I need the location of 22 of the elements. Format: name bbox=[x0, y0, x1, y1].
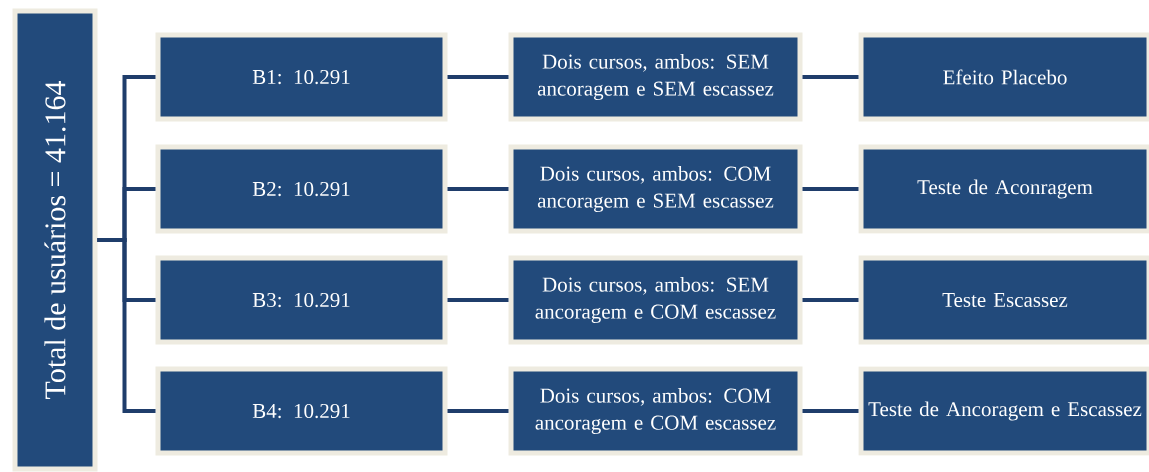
process-box: Teste de Ancoragem e Escassez bbox=[858, 366, 1149, 456]
connector-line bbox=[447, 409, 509, 413]
connector-line bbox=[802, 409, 859, 413]
process-box: B3: 10.291 bbox=[155, 255, 448, 345]
process-box: Efeito Placebo bbox=[858, 32, 1149, 122]
process-box: Teste Escassez bbox=[858, 255, 1149, 345]
connector-line bbox=[447, 298, 509, 302]
process-box: Dois cursos, ambos: SEM ancoragem e COM escassez bbox=[508, 255, 803, 345]
process-box: Dois cursos, ambos: SEM ancoragem e SEM escassez bbox=[508, 32, 803, 122]
connector-line bbox=[802, 298, 859, 302]
process-box: B2: 10.291 bbox=[155, 144, 448, 234]
connector-line bbox=[447, 187, 509, 191]
connector-line bbox=[802, 187, 859, 191]
connector-line bbox=[97, 238, 156, 413]
connector-line bbox=[802, 75, 859, 79]
total-box: Total de usuários = 41.164 bbox=[12, 8, 98, 472]
process-box: B4: 10.291 bbox=[155, 366, 448, 456]
process-box: Dois cursos, ambos: COM ancoragem e SEM escassez bbox=[508, 144, 803, 234]
process-box: Dois cursos, ambos: COM ancoragem e COM escassez bbox=[508, 366, 803, 456]
process-box: B1: 10.291 bbox=[155, 32, 448, 122]
connector-line bbox=[447, 75, 509, 79]
process-box: Teste de Aconragem bbox=[858, 144, 1149, 234]
